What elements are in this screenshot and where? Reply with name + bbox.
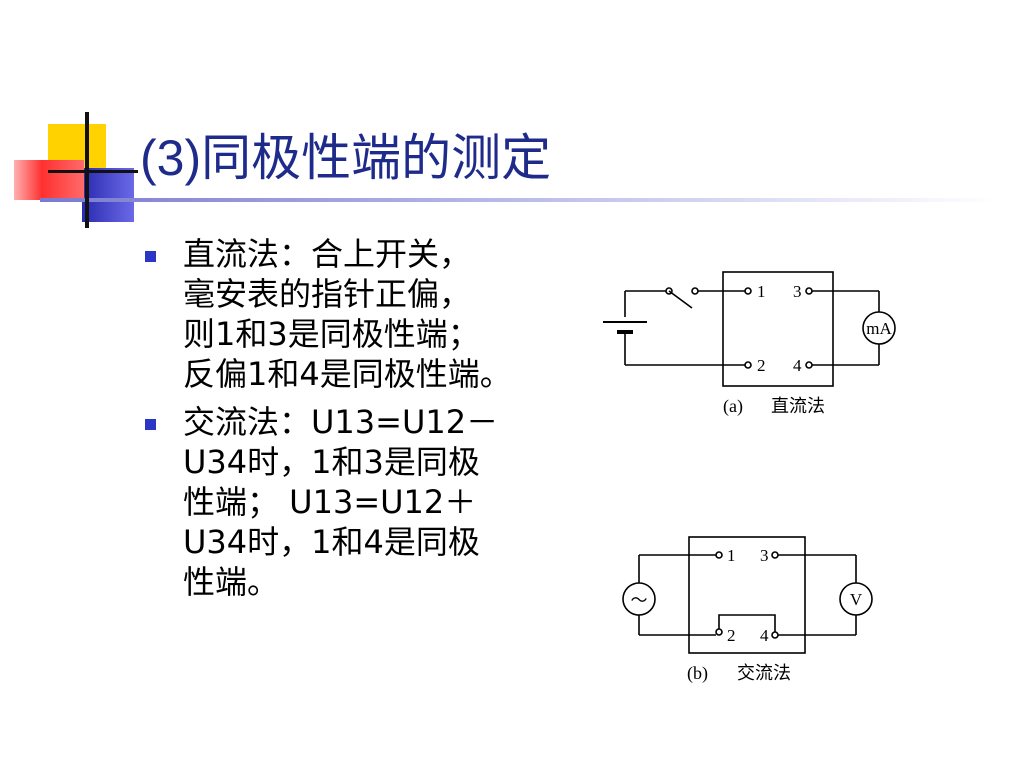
- bullet-line: 则1和3是同极性端；: [183, 315, 480, 353]
- meter-label: V: [850, 590, 863, 609]
- source-symbol: ～: [631, 591, 648, 610]
- terminal-4: [805, 361, 813, 369]
- caption-text: 交流法: [737, 663, 791, 684]
- bullet-line: U34时，1和4是同极: [183, 523, 480, 561]
- bullet-item-dc: 直流法：合上开关， 毫安表的指针正偏， 则1和3是同极性端； 反偏1和4是同极性…: [145, 234, 565, 394]
- bullet-square-icon: [145, 419, 156, 430]
- slide-title: (3)同极性端的测定: [140, 118, 551, 190]
- jumper-wire: [718, 614, 776, 632]
- diagram-dc-method: 1 2 3 4 mA (a) 直流法: [603, 271, 896, 417]
- terminal-label-2: 2: [757, 356, 766, 375]
- milliammeter: [862, 311, 896, 345]
- slide-title-number: (3): [140, 130, 202, 186]
- caption-tag: (b): [687, 663, 708, 684]
- terminal-3: [771, 551, 779, 559]
- bullet-line: U34时，1和3是同极: [183, 443, 480, 481]
- terminal-label-2: 2: [727, 626, 736, 645]
- terminal-label-3: 3: [760, 546, 769, 565]
- bullet-square-icon: [145, 251, 156, 262]
- bullet-line: 性端； U13=U12＋: [183, 483, 477, 521]
- transformer-box: [722, 271, 834, 387]
- terminal-1: [715, 551, 723, 559]
- switch-contact: [691, 287, 699, 295]
- ac-source: [622, 582, 656, 616]
- deco-blue-square: [82, 168, 134, 222]
- bullet-item-ac: 交流法：U13=U12－ U34时，1和3是同极 性端； U13=U12＋ U3…: [145, 402, 565, 602]
- terminal-3: [805, 287, 813, 295]
- bullet-list: 直流法：合上开关， 毫安表的指针正偏， 则1和3是同极性端； 反偏1和4是同极性…: [145, 234, 565, 610]
- bullet-line: 交流法：U13=U12－: [183, 403, 499, 441]
- transformer-box: [688, 536, 806, 654]
- terminal-4: [771, 631, 779, 639]
- bullet-line: 毫安表的指针正偏，: [183, 275, 472, 313]
- bullet-line: 性端。: [183, 563, 280, 601]
- bullet-line: 反偏1和4是同极性端。: [183, 355, 512, 393]
- caption-tag: (a): [723, 396, 743, 417]
- deco-gradient-line: [40, 198, 1000, 202]
- switch-blade: [668, 290, 693, 309]
- terminal-label-4: 4: [793, 356, 802, 375]
- diagram-ac-method: 1 2 3 4 ～ V (b) 交流法: [622, 536, 873, 684]
- terminal-label-4: 4: [760, 626, 769, 645]
- terminal-label-1: 1: [757, 282, 766, 301]
- deco-horizontal-line: [48, 170, 138, 173]
- terminal-2: [744, 361, 752, 369]
- bullet-line: 直流法：合上开关，: [183, 235, 472, 273]
- terminal-label-3: 3: [793, 282, 802, 301]
- caption-text: 直流法: [771, 396, 825, 417]
- meter-label: mA: [866, 319, 892, 338]
- slide-title-text: 同极性端的测定: [201, 129, 552, 187]
- deco-red-bar: [14, 160, 84, 200]
- terminal-2: [715, 628, 723, 636]
- terminal-1: [744, 287, 752, 295]
- terminal-label-1: 1: [727, 546, 736, 565]
- voltmeter: [839, 582, 873, 616]
- corner-decoration: [14, 112, 1000, 228]
